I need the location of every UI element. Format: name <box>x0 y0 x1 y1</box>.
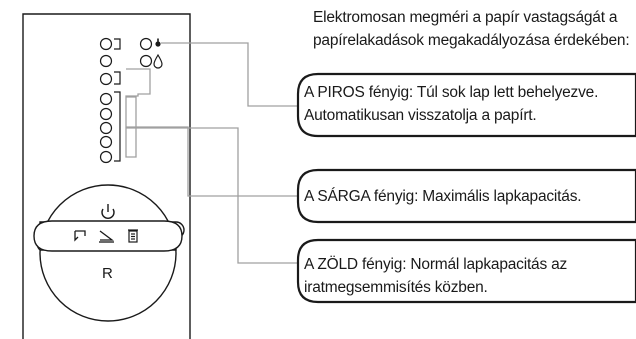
intro-text: Elektromosan megméri a papír vastagságát… <box>313 6 630 52</box>
callout-yellow: A SÁRGA fényig: Maximális lapkapacitás. <box>304 185 582 208</box>
callout-red-box <box>296 72 636 138</box>
led-7 <box>99 135 113 149</box>
callout-green-line-2: iratmegsemmisítés közben. <box>304 279 488 296</box>
led-4 <box>99 92 113 106</box>
callout-yellow-line-1: A SÁRGA fényig: Maximális lapkapacitás. <box>304 188 582 205</box>
callout-yellow-box <box>296 168 636 224</box>
leader-green <box>125 96 300 264</box>
led-bin <box>139 37 153 51</box>
leader-lines <box>125 42 300 264</box>
led-1 <box>99 37 113 51</box>
bin-full-icon[interactable] <box>128 229 138 243</box>
dial-band <box>33 220 183 252</box>
leader-yellow <box>125 68 300 197</box>
intro-line-2: papírelakadások megakadályozása érdekébe… <box>313 32 630 49</box>
drop-icon <box>153 53 163 69</box>
led-8 <box>99 150 113 164</box>
callout-red-line-2: Automatikusan visszatolja a papírt. <box>304 107 537 124</box>
callout-green-line-1: A ZÖLD fényig: Normál lapkapacitás az <box>304 256 568 273</box>
callout-boxes <box>296 72 636 304</box>
led-5 <box>99 107 113 121</box>
leader-red <box>161 42 300 107</box>
paper-jam-icon[interactable] <box>74 230 86 242</box>
led-brackets <box>114 38 121 162</box>
callout-red: A PIROS fényig: Túl sok lap lett behelye… <box>304 81 598 127</box>
callout-green-box <box>296 238 636 304</box>
intro-line-1: Elektromosan megméri a papír vastagságát… <box>313 9 618 26</box>
dot-icon <box>155 38 161 47</box>
led-2 <box>99 54 113 68</box>
led-3 <box>99 72 113 86</box>
power-icon[interactable] <box>101 204 115 219</box>
led-drop <box>139 54 153 68</box>
led-group <box>99 37 153 164</box>
device-panel <box>22 13 191 339</box>
control-dial <box>36 184 185 322</box>
callout-red-line-1: A PIROS fényig: Túl sok lap lett behelye… <box>304 84 599 101</box>
reverse-button-label: R <box>102 265 113 282</box>
callout-green: A ZÖLD fényig: Normál lapkapacitás az ir… <box>304 253 567 299</box>
auto-feed-icon[interactable] <box>99 230 114 243</box>
led-6 <box>99 121 113 135</box>
